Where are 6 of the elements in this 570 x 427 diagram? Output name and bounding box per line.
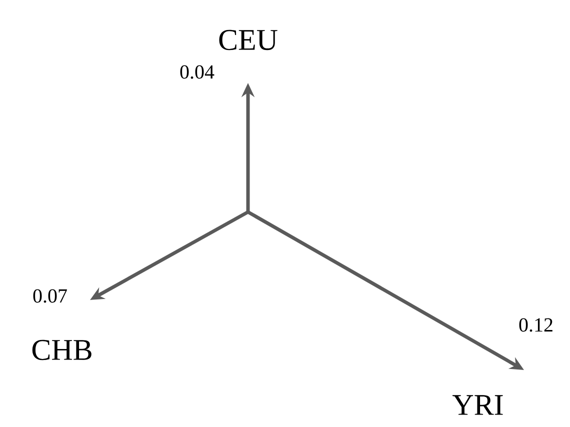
edge-label: 0.12 <box>519 318 552 332</box>
population-label: CEU <box>219 30 278 50</box>
edge-label: 0.04 <box>180 65 214 79</box>
population-label: YRI <box>452 395 503 415</box>
population-label: CHB <box>32 340 92 360</box>
edge-label: 0.07 <box>33 289 67 303</box>
